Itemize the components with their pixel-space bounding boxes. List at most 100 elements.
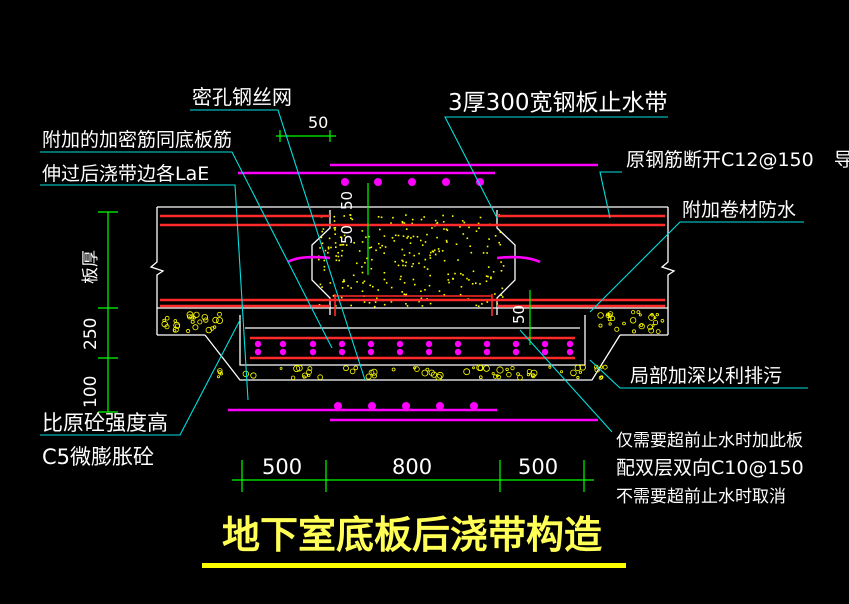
rebar-dot (425, 348, 433, 356)
aggregate-speck (436, 236, 438, 239)
aggregate-speck (424, 258, 427, 261)
aggregate-speck (429, 257, 432, 259)
aggregate-speck (374, 301, 377, 303)
aggregate-speck (350, 304, 352, 307)
aggregate-speck (407, 235, 409, 238)
gravel-speck (655, 329, 661, 335)
aggregate-speck (486, 301, 489, 303)
label-edge-mark: 导 (834, 149, 849, 171)
aggregate-speck (433, 249, 436, 251)
aggregate-speck (368, 302, 371, 304)
aggregate-speck (410, 237, 412, 239)
aggregate-speck (364, 262, 366, 264)
rebar-dot (483, 348, 491, 356)
aggregate-speck (339, 236, 342, 238)
aggregate-speck (341, 287, 344, 289)
gravel-speck (250, 372, 257, 379)
drawing-title: 地下室底板后浇带构造 (222, 513, 602, 557)
aggregate-speck (337, 255, 340, 258)
aggregate-speck (448, 281, 450, 284)
gravel-speck (413, 366, 417, 370)
aggregate-speck (361, 266, 363, 268)
aggregate-speck (494, 293, 496, 295)
gravel-speck (517, 374, 523, 381)
aggregate-speck (323, 269, 326, 271)
trench-outline (204, 334, 621, 381)
aggregate-speck (361, 290, 364, 292)
aggregate-speck (462, 274, 464, 276)
aggregate-speck (345, 244, 348, 246)
aggregate-speck (420, 297, 423, 299)
gravel-speck (630, 310, 636, 315)
aggregate-speck (428, 284, 431, 287)
label-concrete-2: C5微膨胀砼 (42, 445, 154, 469)
aggregate-speck (371, 258, 373, 261)
gravel-speck (290, 375, 296, 380)
aggregate-speck (412, 235, 415, 238)
rebar-dot (309, 340, 317, 348)
aggregate-speck (499, 243, 502, 246)
aggregate-speck (445, 239, 448, 242)
aggregate-speck (447, 279, 450, 281)
dim-base: 100 (81, 376, 101, 408)
gravel-speck (164, 324, 170, 330)
label-deepen: 局部加深以利排污 (630, 365, 782, 387)
aggregate-speck (486, 245, 489, 248)
gravel-speck (435, 373, 443, 381)
aggregate-speck (378, 242, 380, 245)
aggregate-speck (366, 257, 368, 260)
aggregate-speck (328, 237, 331, 240)
aggregate-speck (319, 283, 322, 286)
aggregate-speck (341, 249, 344, 252)
aggregate-speck (490, 276, 492, 278)
aggregate-speck (352, 274, 355, 277)
aggregate-speck (356, 262, 358, 265)
aggregate-speck (350, 287, 352, 289)
rebar-dot (425, 340, 433, 348)
dim-v2: 50 (338, 225, 356, 244)
aggregate-speck (400, 275, 402, 278)
aggregate-speck (420, 290, 422, 292)
aggregate-speck (475, 304, 478, 307)
aggregate-speck (421, 305, 424, 307)
aggregate-speck (390, 222, 392, 224)
aggregate-speck (356, 281, 358, 283)
aggregate-speck (438, 290, 441, 292)
aggregate-speck (334, 242, 337, 244)
rebar-dot (512, 348, 520, 356)
dim-top: 50 (308, 113, 328, 132)
aggregate-speck (391, 237, 394, 239)
aggregate-speck (379, 228, 381, 231)
label-waterstop: 3厚300宽钢板止水带 (448, 90, 668, 116)
label-concrete-1: 比原砼强度高 (42, 411, 168, 435)
rebar-dot (254, 340, 262, 348)
aggregate-speck (431, 227, 433, 229)
aggregate-speck (406, 237, 408, 239)
aggregate-speck (350, 217, 352, 219)
aggregate-speck (485, 280, 488, 282)
aggregate-speck (416, 236, 419, 238)
aggregate-speck (319, 247, 321, 249)
aggregate-speck (479, 216, 482, 219)
right-break-line (660, 207, 676, 335)
rebar-main (160, 214, 665, 360)
aggregate-speck (500, 261, 502, 263)
aggregate-speck (498, 241, 500, 244)
gravel-speck (349, 368, 356, 375)
leader-extra-rebar (40, 151, 333, 349)
aggregate-speck (411, 222, 413, 225)
aggregate-speck (402, 264, 404, 267)
gravel-speck (162, 318, 166, 323)
aggregate-speck (423, 216, 425, 218)
aggregate-speck (401, 259, 403, 262)
aggregate-speck (447, 273, 449, 276)
aggregate-speck (405, 214, 407, 216)
aggregate-speck (381, 244, 383, 247)
aggregate-speck (333, 215, 336, 218)
gravel-speck (463, 368, 471, 376)
aggregate-speck (390, 301, 393, 303)
gravel-speck (576, 375, 580, 380)
aggregate-speck (397, 234, 400, 237)
rebar-dot (402, 402, 410, 410)
leader-deepen (589, 359, 808, 389)
